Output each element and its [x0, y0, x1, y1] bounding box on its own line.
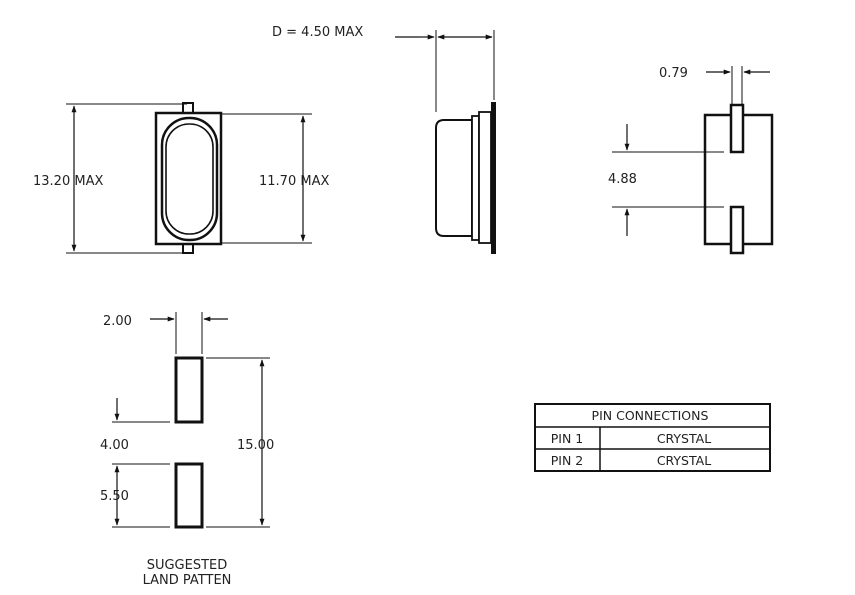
body-dimension-label: 11.70 MAX	[259, 174, 329, 189]
pin-table-row-2-pin: PIN 2	[551, 453, 584, 468]
end-view-pin-top	[729, 103, 745, 154]
pad-width-label: 2.00	[103, 314, 132, 329]
side-view-flange-2	[478, 111, 492, 244]
pin-connections-table: PIN CONNECTIONS PIN 1 CRYSTAL PIN 2 CRYS…	[534, 403, 771, 472]
end-view: 0.79 4.88	[608, 66, 774, 255]
top-view-can-inner	[165, 123, 214, 235]
pin-table-row-1-function: CRYSTAL	[657, 431, 711, 446]
pad-gap-label: 4.00	[100, 438, 129, 453]
top-view-can-outer	[160, 116, 219, 242]
pin-table-title: PIN CONNECTIONS	[592, 408, 709, 423]
side-view-can	[435, 119, 473, 237]
land-pattern: 2.00 15.00 4.00 5.50 SUGGESTED LAND PATT…	[100, 312, 274, 588]
side-view-lead	[491, 102, 496, 254]
depth-dimension-label: D = 4.50 MAX	[272, 25, 363, 40]
pad-length-label: 5.50	[100, 489, 129, 504]
end-view-pin-bottom	[729, 205, 745, 255]
pin-width-label: 0.79	[659, 66, 688, 81]
land-pattern-caption-line1: SUGGESTED	[147, 558, 228, 573]
land-pad-bottom	[174, 462, 204, 529]
height-dimension-label: 13.20 MAX	[33, 174, 103, 189]
pin-table-row-2-function: CRYSTAL	[657, 453, 711, 468]
pin-gap-label: 4.88	[608, 172, 637, 187]
side-view-flange-1	[471, 115, 480, 241]
pin-table-row-1-pin: PIN 1	[551, 431, 584, 446]
land-pad-top	[174, 356, 204, 424]
side-view: D = 4.50 MAX	[272, 25, 496, 254]
land-pattern-caption-line2: LAND PATTEN	[143, 573, 232, 588]
total-length-label: 15.00	[237, 438, 274, 453]
top-view: 13.20 MAX 11.70 MAX	[33, 102, 329, 254]
